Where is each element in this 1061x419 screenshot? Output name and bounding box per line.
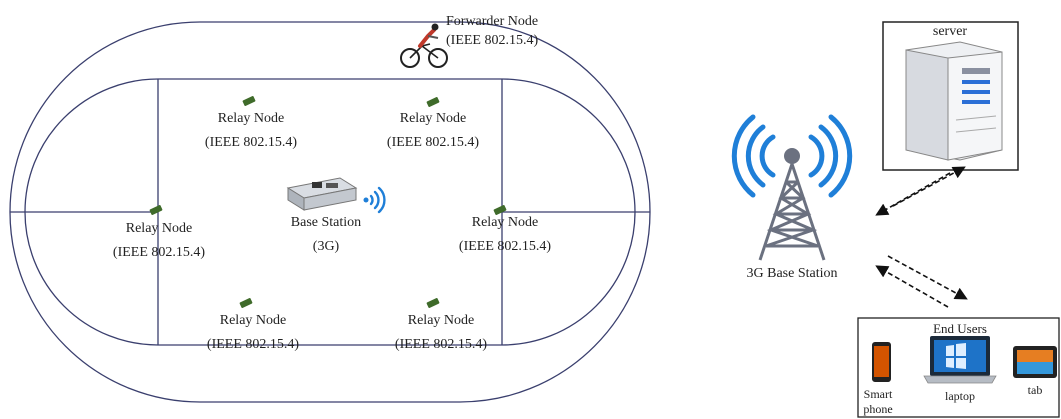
relay-node-protocol: (IEEE 802.15.4) (394, 337, 488, 352)
arrow-server-to-tower (875, 172, 951, 216)
tower-label: 3G Base Station (746, 266, 838, 281)
tablet-icon (1013, 346, 1057, 378)
cyclist-icon (400, 23, 448, 68)
relay-node-chip (426, 298, 440, 308)
base-station-tech: (3G) (312, 239, 340, 254)
wifi-icon (363, 186, 386, 214)
smartphone-icon (872, 342, 891, 382)
relay-node-protocol: (IEEE 802.15.4) (458, 239, 552, 254)
relay-node-protocol: (IEEE 802.15.4) (204, 135, 298, 150)
relay-node-protocol: (IEEE 802.15.4) (386, 135, 480, 150)
relay-node-chips (149, 96, 507, 308)
track-outer-border (9, 21, 651, 403)
relay-node-chip (242, 96, 256, 106)
server-icon (905, 41, 1003, 161)
end-users-title: End Users (933, 321, 987, 336)
smartphone-label: Smart (863, 387, 893, 401)
forwarder-node-protocol: (IEEE 802.15.4) (446, 33, 539, 48)
relay-node-chip (149, 205, 163, 215)
race-track (9, 21, 651, 403)
arrow-users-to-tower (875, 265, 949, 308)
base-station-device-icon (286, 177, 358, 211)
relay-node-label: Relay Node (217, 111, 285, 126)
relay-node-chip (239, 298, 253, 308)
relay-node-label: Relay Node (471, 215, 539, 230)
tablet-label: tab (1027, 383, 1043, 397)
relay-node-label: Relay Node (407, 313, 475, 328)
relay-node-protocol: (IEEE 802.15.4) (112, 245, 206, 260)
server-label: server (932, 24, 968, 39)
arrow-tower-to-users (887, 255, 968, 300)
relay-node-chip (493, 205, 507, 215)
tower-icon (731, 114, 853, 261)
relay-node-chip (426, 97, 440, 107)
smartphone-label: phone (863, 402, 893, 416)
arrow-tower-to-server (892, 166, 966, 207)
forwarder-node-name: Forwarder Node (446, 14, 539, 29)
laptop-icon (923, 336, 997, 384)
relay-node-protocol: (IEEE 802.15.4) (206, 337, 300, 352)
laptop-label: laptop (945, 389, 975, 403)
relay-node-label: Relay Node (399, 111, 467, 126)
relay-node-label: Relay Node (219, 313, 287, 328)
relay-node-label: Relay Node (125, 221, 193, 236)
base-station-label: Base Station (290, 215, 362, 230)
arrows (875, 166, 968, 308)
